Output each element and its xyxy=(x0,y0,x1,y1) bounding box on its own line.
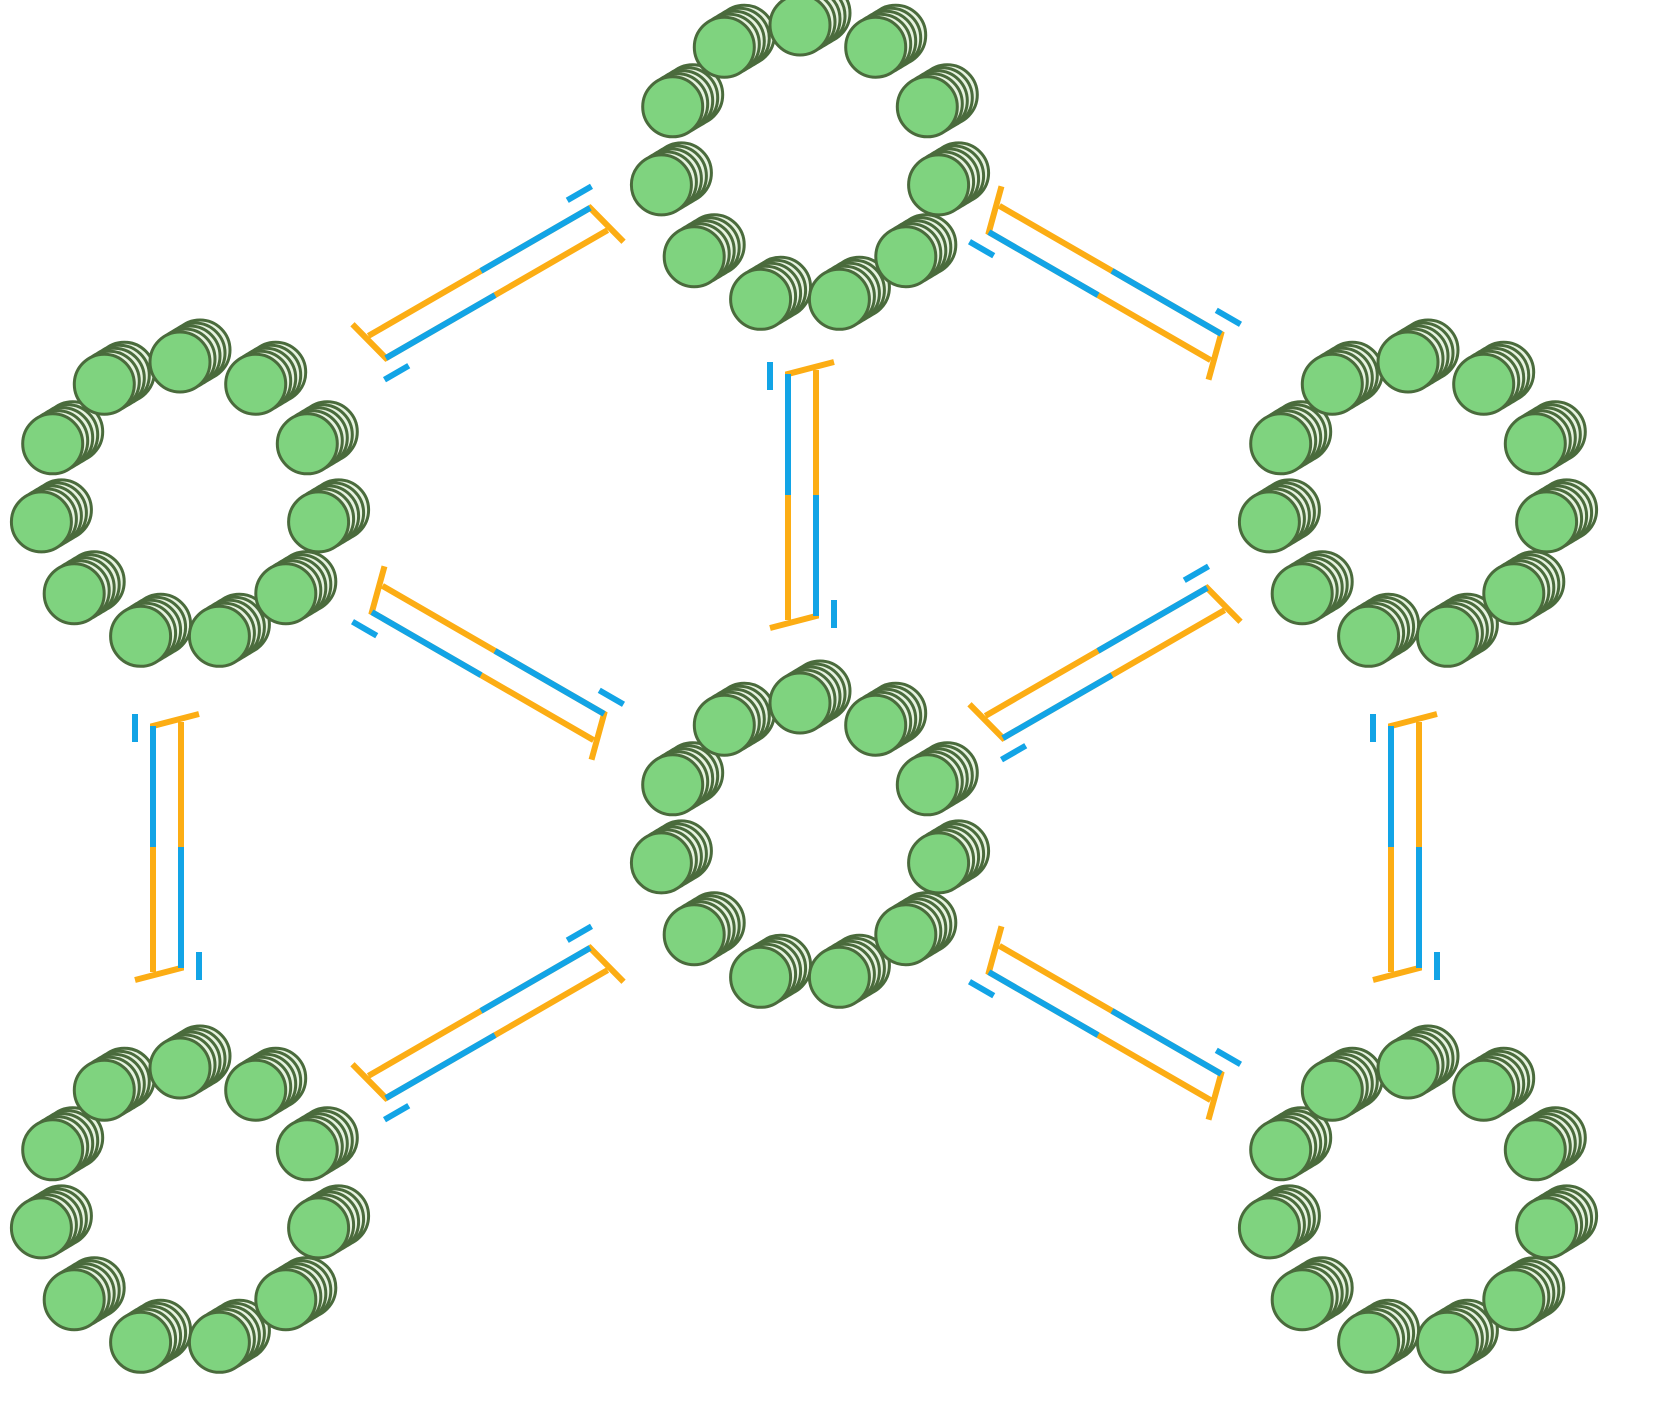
bead xyxy=(729,945,793,1009)
bead xyxy=(42,562,106,626)
bead xyxy=(807,267,871,331)
bead xyxy=(1270,1268,1334,1332)
bead xyxy=(1515,490,1579,554)
linker-upper-left-to-lower-left xyxy=(132,711,202,983)
bead xyxy=(42,1268,106,1332)
linker-upper-right-to-lower-right xyxy=(1370,711,1440,983)
bead xyxy=(287,1196,351,1260)
bead xyxy=(874,225,938,289)
ring-upper-right xyxy=(1237,318,1599,668)
bead xyxy=(72,1058,136,1122)
bead xyxy=(72,352,136,416)
bead xyxy=(1452,1058,1516,1122)
bead xyxy=(1249,412,1313,476)
bead xyxy=(1452,352,1516,416)
bead xyxy=(1337,1310,1401,1374)
bead xyxy=(807,945,871,1009)
bead xyxy=(224,1058,288,1122)
bead xyxy=(1503,412,1567,476)
linker-top-to-upper-right xyxy=(967,185,1243,381)
bead xyxy=(907,153,971,217)
bead xyxy=(1482,1268,1546,1332)
bead xyxy=(844,15,908,79)
ring-lower-left xyxy=(9,1024,371,1374)
bead xyxy=(1300,352,1364,416)
bead xyxy=(254,1268,318,1332)
bead xyxy=(9,490,73,554)
bead xyxy=(1337,604,1401,668)
bead xyxy=(21,412,85,476)
bead xyxy=(629,153,693,217)
bead xyxy=(1376,330,1440,394)
bead xyxy=(187,604,251,668)
bead xyxy=(895,753,959,817)
bead xyxy=(662,903,726,967)
bead xyxy=(187,1310,251,1374)
linker-upper-left-to-center xyxy=(350,565,626,761)
bead xyxy=(768,0,832,57)
bead xyxy=(692,15,756,79)
linker-center-to-lower-left xyxy=(350,923,626,1123)
bead xyxy=(275,412,339,476)
bead xyxy=(275,1118,339,1182)
bead xyxy=(1237,1196,1301,1260)
bead xyxy=(1482,562,1546,626)
ring-upper-left xyxy=(9,318,371,668)
ring-center xyxy=(629,659,991,1009)
bead xyxy=(1503,1118,1567,1182)
bead xyxy=(109,1310,173,1374)
bead xyxy=(629,831,693,895)
linker-upper-right-to-center xyxy=(967,563,1243,763)
bead xyxy=(1249,1118,1313,1182)
bead xyxy=(148,330,212,394)
bead xyxy=(21,1118,85,1182)
bead xyxy=(1237,490,1301,554)
bead xyxy=(895,75,959,139)
ring-lower-right xyxy=(1237,1024,1599,1374)
bead xyxy=(729,267,793,331)
rings-layer xyxy=(9,0,1599,1374)
bead xyxy=(1415,604,1479,668)
linker-center-to-lower-right xyxy=(967,925,1243,1121)
bead xyxy=(224,352,288,416)
bead xyxy=(287,490,351,554)
bead xyxy=(641,75,705,139)
bead xyxy=(109,604,173,668)
bead xyxy=(1415,1310,1479,1374)
bead xyxy=(1515,1196,1579,1260)
ring-top-center xyxy=(629,0,991,331)
bead xyxy=(148,1036,212,1100)
linkers-layer xyxy=(132,183,1440,1123)
bead xyxy=(844,693,908,757)
bead xyxy=(662,225,726,289)
bead xyxy=(1270,562,1334,626)
bead xyxy=(254,562,318,626)
bead xyxy=(874,903,938,967)
linker-top-to-center xyxy=(767,359,837,631)
bead xyxy=(692,693,756,757)
bead xyxy=(768,671,832,735)
bead xyxy=(641,753,705,817)
linker-top-to-upper-left xyxy=(350,183,626,383)
bead xyxy=(907,831,971,895)
bead xyxy=(1300,1058,1364,1122)
bead xyxy=(9,1196,73,1260)
bead xyxy=(1376,1036,1440,1100)
